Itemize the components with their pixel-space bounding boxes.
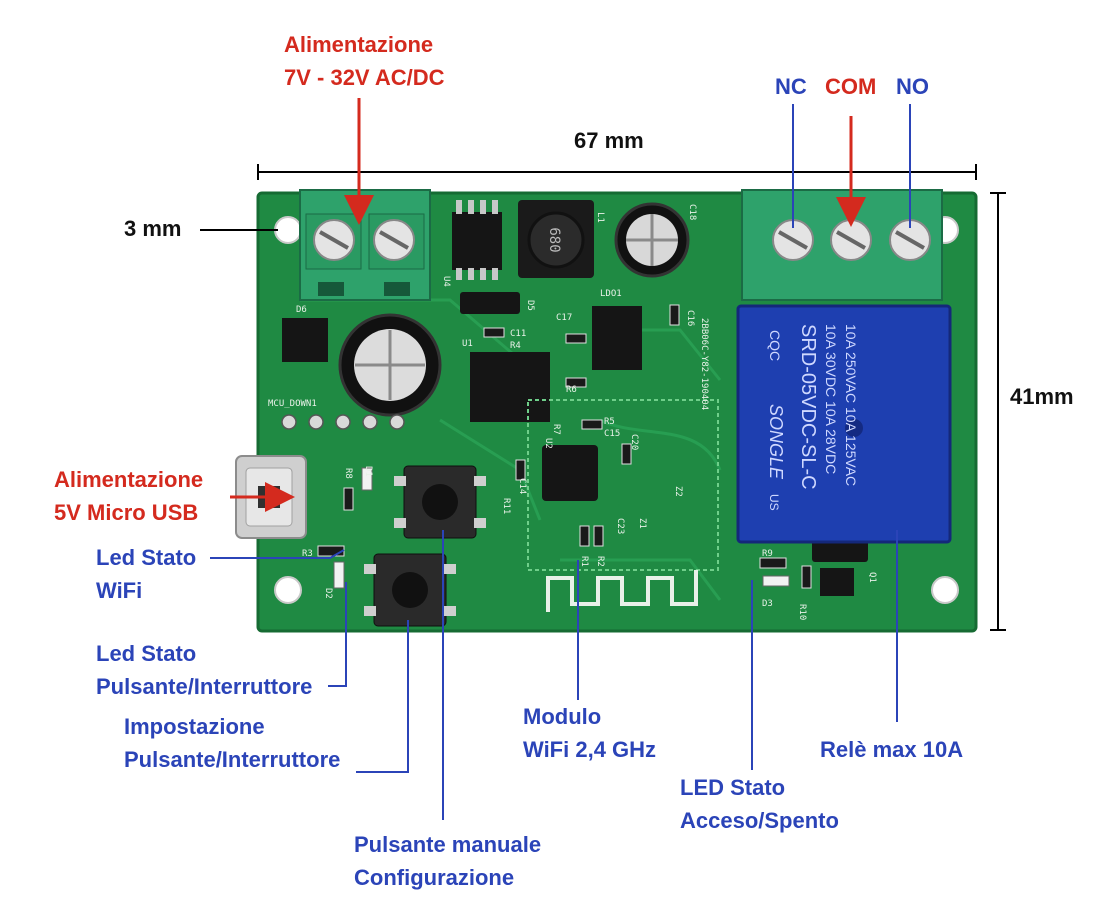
led-button-line2: Pulsante/Interruttore (96, 674, 313, 699)
part-label-z1: Z1 (637, 518, 647, 529)
part-label-ldo1: LDO1 (600, 289, 622, 299)
part-label-u4: U4 (441, 276, 451, 287)
terminal-nc-label: NC (775, 74, 807, 99)
part-label-c11: C11 (510, 329, 526, 339)
setting-button-line1: Impostazione (124, 714, 265, 739)
led-onoff-line1: LED Stato (680, 775, 786, 800)
part-label-q1: Q1 (867, 572, 877, 583)
led-button-line1: Led Stato (96, 641, 197, 666)
power-main-line2: 7V - 32V AC/DC (284, 65, 445, 90)
inductor: 680 (518, 200, 594, 278)
led-onoff-line2: Acceso/Spento (680, 808, 839, 833)
part-label-r11: R11 (501, 498, 511, 514)
relay-spec-2: 10A 30VDC 10A 28VDC (823, 324, 839, 474)
part-label-l1: L1 (595, 212, 605, 223)
part-label-d3: D3 (762, 599, 773, 609)
part-label-r9: R9 (762, 549, 773, 559)
part-label-r3: R3 (302, 549, 313, 559)
part-label-d2: D2 (323, 588, 333, 599)
power-usb-line1: Alimentazione (54, 467, 204, 492)
tactile-button-upper (394, 465, 486, 539)
mcu-header-label: MCU_DOWN1 (268, 399, 317, 409)
part-label-r1: R1 (579, 556, 589, 567)
part-label-c20: C20 (629, 434, 639, 450)
part-label-c18: C18 (687, 204, 697, 220)
terminal-com-label: COM (825, 74, 877, 99)
part-label-r4: R4 (510, 341, 521, 351)
width-dimension-line (257, 164, 977, 180)
setting-button-label: Impostazione Pulsante/Interruttore (124, 710, 340, 776)
relay-cert-cqc: CQC (767, 330, 783, 361)
part-label-d6: D6 (296, 305, 307, 315)
setting-button-line2: Pulsante/Interruttore (124, 747, 341, 772)
part-label-r2: R2 (595, 556, 605, 567)
part-label-r5: R5 (604, 417, 615, 427)
module-code: 2BB06C-Y82-190404 (699, 318, 709, 410)
manual-button-line2: Configurazione (354, 865, 515, 890)
relay: 10A 250VAC 10A 125VAC 10A 30VDC 10A 28VD… (736, 304, 952, 544)
part-label-r8: R8 (343, 468, 353, 479)
hole-dimension-label: 3 mm (124, 216, 182, 241)
status-leds (333, 467, 790, 589)
capacitor-left (338, 313, 442, 417)
capacitor-top (614, 202, 690, 278)
part-label-d5: D5 (525, 300, 535, 311)
part-label-c16: C16 (685, 310, 695, 326)
part-label-z2: Z2 (673, 486, 683, 497)
led-button-label: Led Stato Pulsante/Interruttore (96, 637, 312, 703)
power-terminal-block (299, 189, 431, 301)
part-label-u2: U2 (543, 438, 553, 449)
part-label-c23: C23 (615, 518, 625, 534)
callout-lines (210, 104, 911, 820)
wifi-module-label: Modulo WiFi 2,4 GHz (523, 700, 656, 766)
width-dimension-label: 67 mm (574, 128, 644, 153)
tactile-button-lower (364, 553, 456, 627)
relay-cert-us: US (767, 494, 781, 511)
relay-label: Relè max 10A (820, 737, 964, 762)
relay-spec-1: 10A 250VAC 10A 125VAC (843, 324, 859, 486)
led-wifi-line2: WiFi (96, 578, 143, 603)
part-label-r6: R6 (566, 385, 577, 395)
power-main-line1: Alimentazione (284, 32, 434, 57)
wifi-module: 2BB06C-Y82-190404 (527, 318, 719, 612)
height-dimension-label: 41mm (1010, 384, 1074, 409)
relay-spec-3: SRD-05VDC-SL-C (797, 324, 819, 490)
led-wifi-line1: Led Stato (96, 545, 197, 570)
power-main-label: Alimentazione 7V - 32V AC/DC (284, 28, 445, 94)
led-wifi-label: Led Stato WiFi (96, 541, 196, 607)
mcu-header-pins (281, 414, 405, 430)
part-label-d1: D1 (363, 466, 373, 477)
smd-passives (317, 304, 812, 589)
wifi-module-line2: WiFi 2,4 GHz (523, 737, 657, 762)
part-label-r7: R7 (551, 424, 561, 435)
relay-brand: SONGLE (766, 404, 786, 480)
manual-button-label: Pulsante manuale Configurazione (354, 828, 541, 894)
part-label-c15: C15 (604, 429, 620, 439)
inductor-code: 680 (546, 227, 562, 252)
part-label-r10: R10 (797, 604, 807, 620)
smd-chips (282, 212, 868, 596)
part-label-u1: U1 (462, 339, 473, 349)
part-label-c17: C17 (556, 313, 572, 323)
height-dimension-line (990, 192, 1006, 631)
power-usb-label: Alimentazione 5V Micro USB (54, 463, 203, 529)
wifi-module-line1: Modulo (523, 704, 602, 729)
manual-button-line1: Pulsante manuale (354, 832, 542, 857)
power-usb-line2: 5V Micro USB (54, 500, 199, 525)
relay-terminal-block (741, 189, 943, 301)
part-label-c14: C14 (517, 478, 527, 494)
terminal-no-label: NO (896, 74, 929, 99)
led-onoff-label: LED Stato Acceso/Spento (680, 771, 839, 837)
